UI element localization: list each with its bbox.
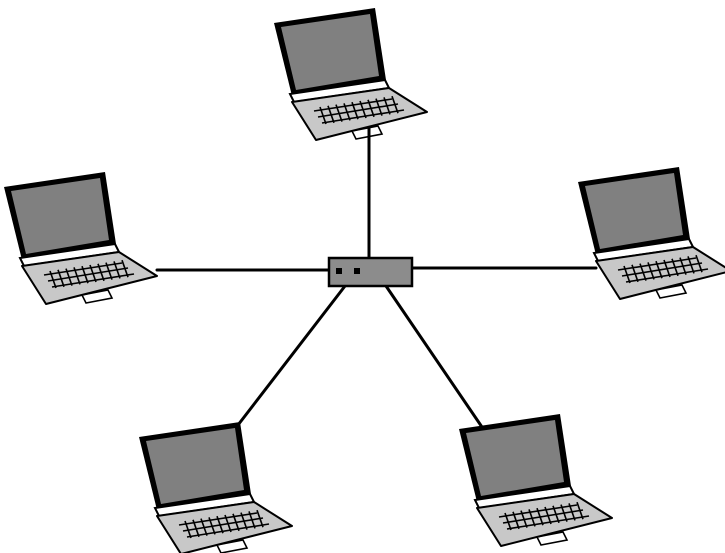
link-bottom-left: [238, 286, 345, 425]
switch-light-2: [354, 268, 360, 274]
laptop-icon: [274, 8, 427, 140]
switch-light-1: [336, 268, 342, 274]
laptop-icon: [139, 422, 292, 553]
laptop-icon: [459, 414, 612, 546]
link-bottom-right: [386, 286, 484, 430]
laptop-icon: [578, 167, 725, 299]
laptop-icon: [4, 172, 157, 304]
network-switch-icon: [329, 258, 412, 286]
